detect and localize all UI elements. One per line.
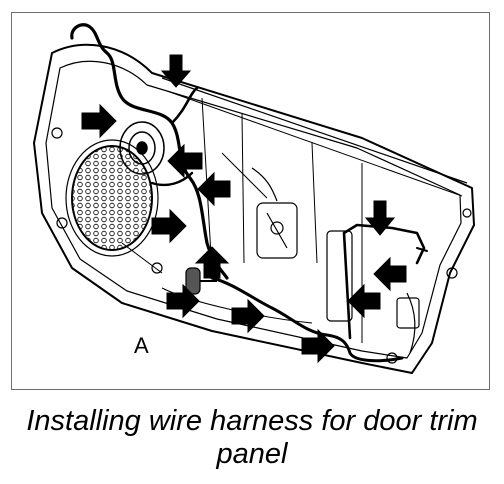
pointer-arrow-icon — [167, 143, 203, 179]
wire-harness — [70, 23, 428, 363]
regulator-mechanism — [221, 152, 420, 354]
pointer-arrow-icon — [160, 54, 192, 88]
pointer-arrow-icon — [194, 246, 230, 279]
connector-icon — [185, 267, 217, 295]
pointer-arrow-icon — [301, 328, 335, 364]
pointer-arrow-icon — [364, 200, 396, 236]
speaker-grille — [65, 139, 159, 257]
pointer-arrow-icon — [197, 171, 231, 207]
pointer-arrow-icon — [347, 283, 381, 319]
diagram-frame: A — [11, 12, 490, 390]
pointer-arrow-icon — [151, 208, 187, 244]
callout-label-a: A — [134, 333, 149, 358]
figure-caption: Installing wire harness for door trim pa… — [26, 405, 478, 470]
pointer-arrow-icon — [81, 103, 117, 139]
pointer-arrow-icon — [373, 256, 407, 292]
pointer-arrow-icon — [166, 283, 200, 319]
door-panel-outline — [33, 43, 475, 374]
door-panel-illustration — [33, 23, 475, 374]
pointer-arrow-icon — [231, 298, 265, 334]
speaker-icon — [119, 121, 165, 175]
pointer-arrows — [81, 54, 407, 364]
